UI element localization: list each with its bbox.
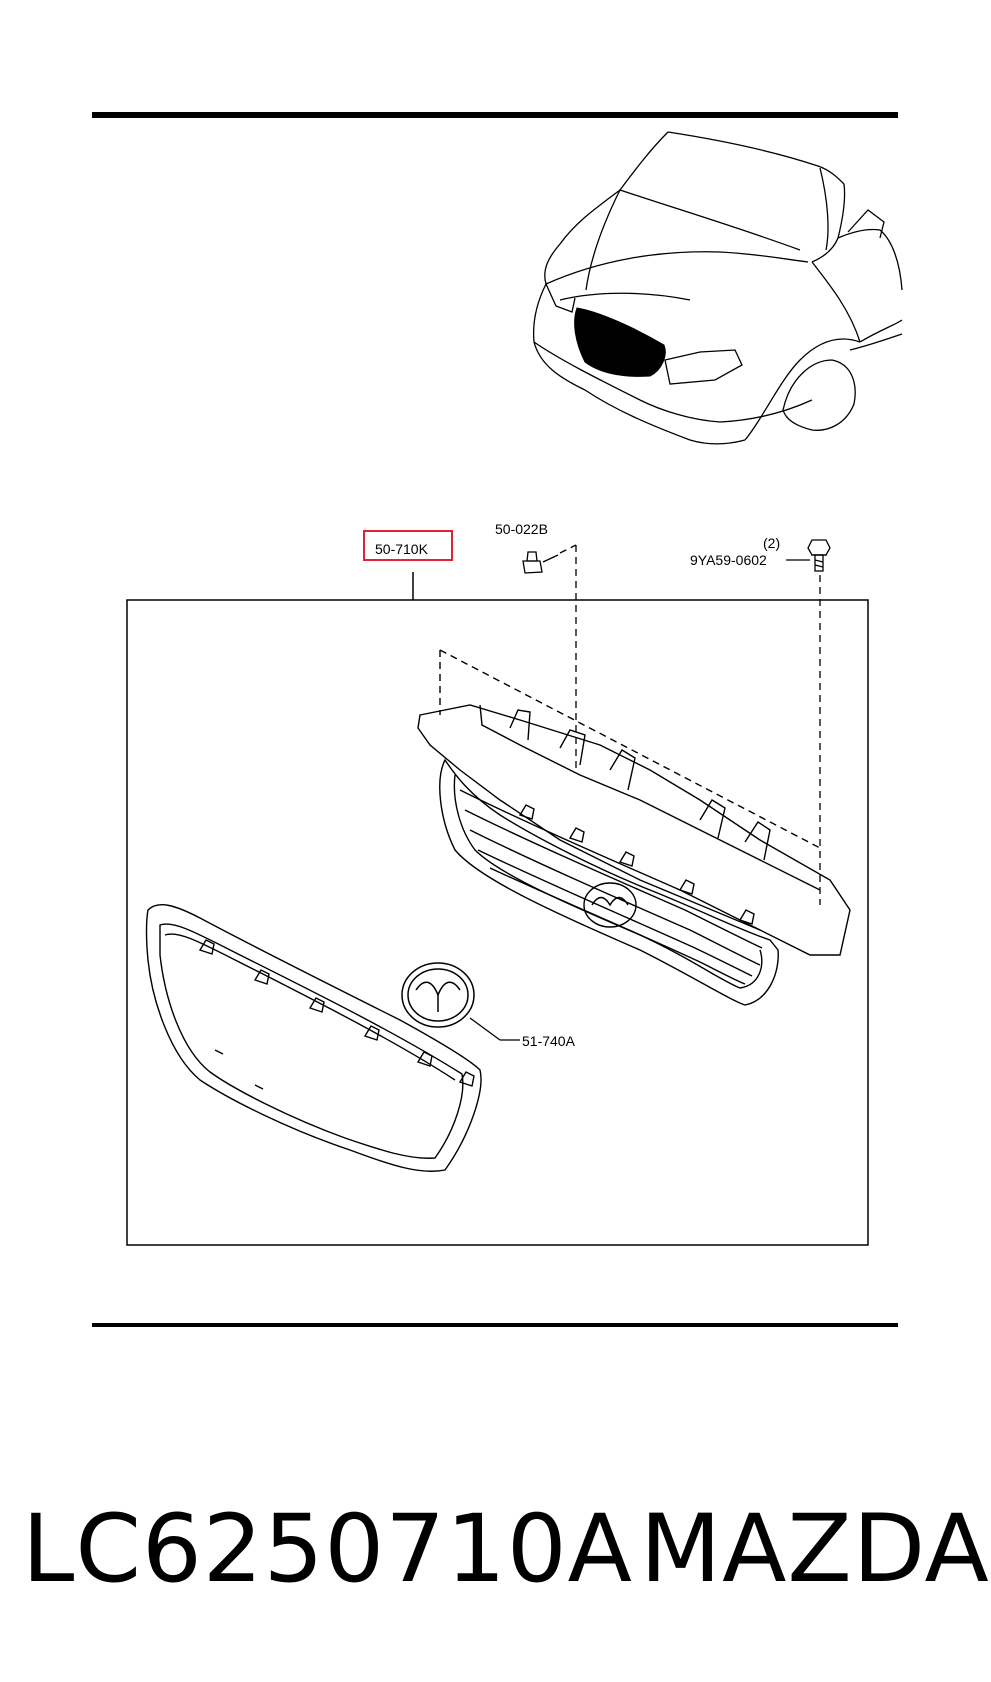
part-number-caption: LC6250710A [22, 1495, 633, 1604]
callout-emblem: 51-740A [522, 1033, 576, 1049]
grille-assembly [417, 649, 851, 1006]
clip-dash-top [559, 544, 577, 554]
callout-bolt: 9YA59-0602 [690, 552, 767, 568]
callout-clip: 50-022B [495, 521, 548, 537]
highlight-box [363, 530, 453, 561]
callout-grille-assembly: 50-710K [375, 541, 429, 557]
emblem-icon [401, 962, 475, 1028]
grille-surround [145, 904, 482, 1172]
grille-location-highlight [574, 307, 666, 377]
diagram-frame [126, 599, 869, 1246]
clip-icon [522, 551, 559, 574]
callout-bolt-qty: (2) [763, 535, 780, 551]
brand-caption: MAZDA [640, 1495, 990, 1604]
emblem-leader [469, 1017, 501, 1041]
bolt-icon [807, 539, 831, 572]
car-location-sketch [532, 131, 903, 445]
